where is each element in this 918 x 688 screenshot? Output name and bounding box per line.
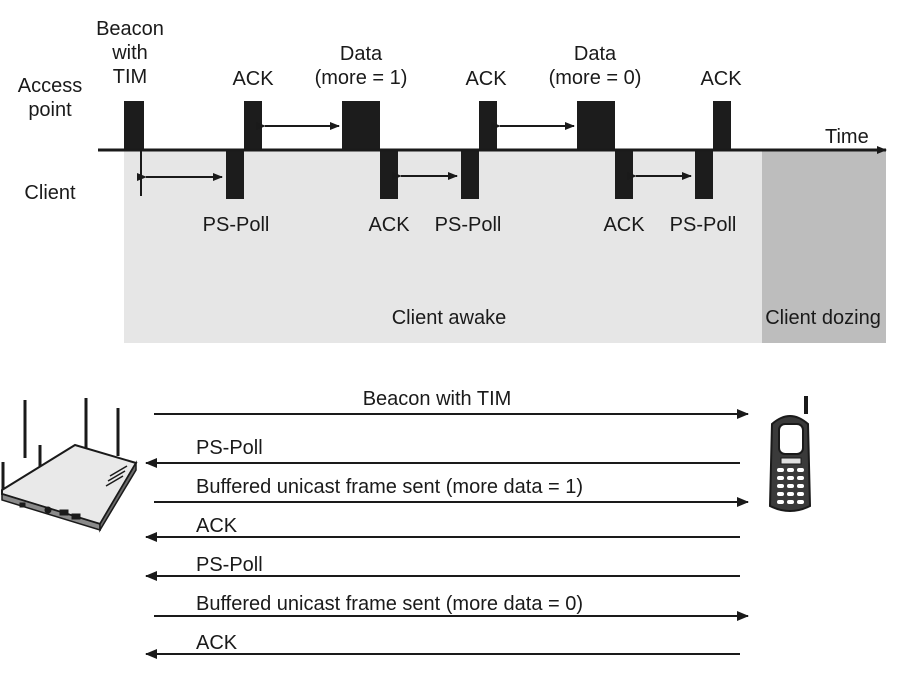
ap-frame-label: ACK	[465, 68, 507, 90]
client-row-label: Client	[24, 182, 76, 204]
message-label: ACK	[196, 632, 238, 654]
client-frame-ack	[615, 150, 633, 199]
ap-frame-label: ACK	[232, 68, 274, 90]
ap-frame-label: ACK	[700, 68, 742, 90]
ap-frame-data	[342, 101, 380, 150]
client-dozing-region	[762, 150, 886, 343]
message-label: PS-Poll	[196, 437, 263, 459]
label-line: Data	[339, 43, 383, 65]
row-label-line: point	[28, 99, 72, 121]
access-point-row-label: Access point	[18, 74, 82, 122]
ap-frame-label: Beacon with TIM	[96, 17, 164, 89]
label-line: Data	[573, 43, 617, 65]
ap-frame-ack	[244, 101, 262, 150]
label-line: TIM	[112, 66, 148, 88]
label-line: Beacon	[96, 18, 164, 40]
client-frame-label: ACK	[368, 214, 410, 236]
client-frame-ps-poll	[461, 150, 479, 199]
ap-frame-label: Data (more = 0)	[549, 42, 642, 90]
client-frame-label: PS-Poll	[669, 214, 737, 236]
time-axis-label: Time	[825, 126, 869, 148]
client-awake-label: Client awake	[391, 307, 507, 329]
client-frame-label: PS-Poll	[434, 214, 502, 236]
row-label-line: Access	[17, 75, 83, 97]
client-frame-ps-poll	[695, 150, 713, 199]
client-frame-ack	[380, 150, 398, 199]
message-label: Beacon with TIM	[362, 388, 512, 410]
client-frame-ps-poll	[226, 150, 244, 199]
ap-frame-ack	[713, 101, 731, 150]
client-dozing-label: Client dozing	[765, 307, 881, 329]
ap-frame-beacon	[124, 101, 144, 150]
access-point-icon	[1, 398, 138, 533]
label-line: with	[112, 42, 148, 64]
ap-frame-label: Data (more = 1)	[315, 42, 408, 90]
ap-frame-ack	[479, 101, 497, 150]
label-line: (more = 1)	[314, 67, 408, 89]
mobile-phone-icon	[768, 396, 812, 512]
client-frame-label: ACK	[603, 214, 645, 236]
message-label: Buffered unicast frame sent (more data =…	[196, 476, 584, 498]
client-frame-label: PS-Poll	[202, 214, 270, 236]
message-label: Buffered unicast frame sent (more data =…	[196, 593, 584, 615]
label-line: (more = 0)	[548, 67, 642, 89]
message-label: PS-Poll	[196, 554, 263, 576]
timeline-arrows	[98, 122, 887, 196]
message-label: ACK	[196, 515, 238, 537]
ap-frame-data	[577, 101, 615, 150]
